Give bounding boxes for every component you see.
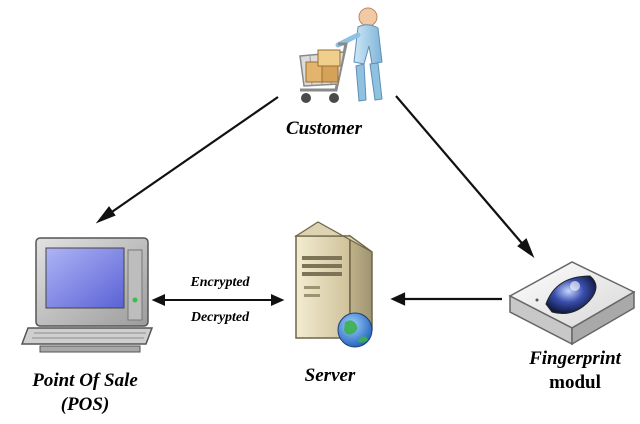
fingerprint-scanner-icon — [508, 261, 636, 346]
arrow-customer-to-pos — [95, 96, 279, 224]
server-tower-icon — [293, 221, 373, 348]
pos-label-line2: (POS) — [60, 394, 110, 415]
arrow-pos-server-bidirectional — [151, 293, 285, 307]
customer-label: Customer — [285, 118, 363, 139]
arrow-fingerprint-to-server — [390, 292, 502, 306]
connectors — [95, 95, 535, 307]
computer-terminal-icon — [20, 237, 154, 353]
link-label-decrypted: Decrypted — [190, 310, 250, 325]
server-label: Server — [304, 365, 356, 386]
pos-label-line1: Point Of Sale — [32, 370, 138, 391]
fingerprint-label-line2: modul — [549, 372, 601, 393]
arrow-customer-to-fingerprint — [395, 95, 535, 258]
shopping-cart-person-icon — [299, 7, 383, 103]
fingerprint-label-line1: Fingerprint — [529, 348, 621, 369]
link-label-encrypted: Encrypted — [190, 275, 250, 290]
